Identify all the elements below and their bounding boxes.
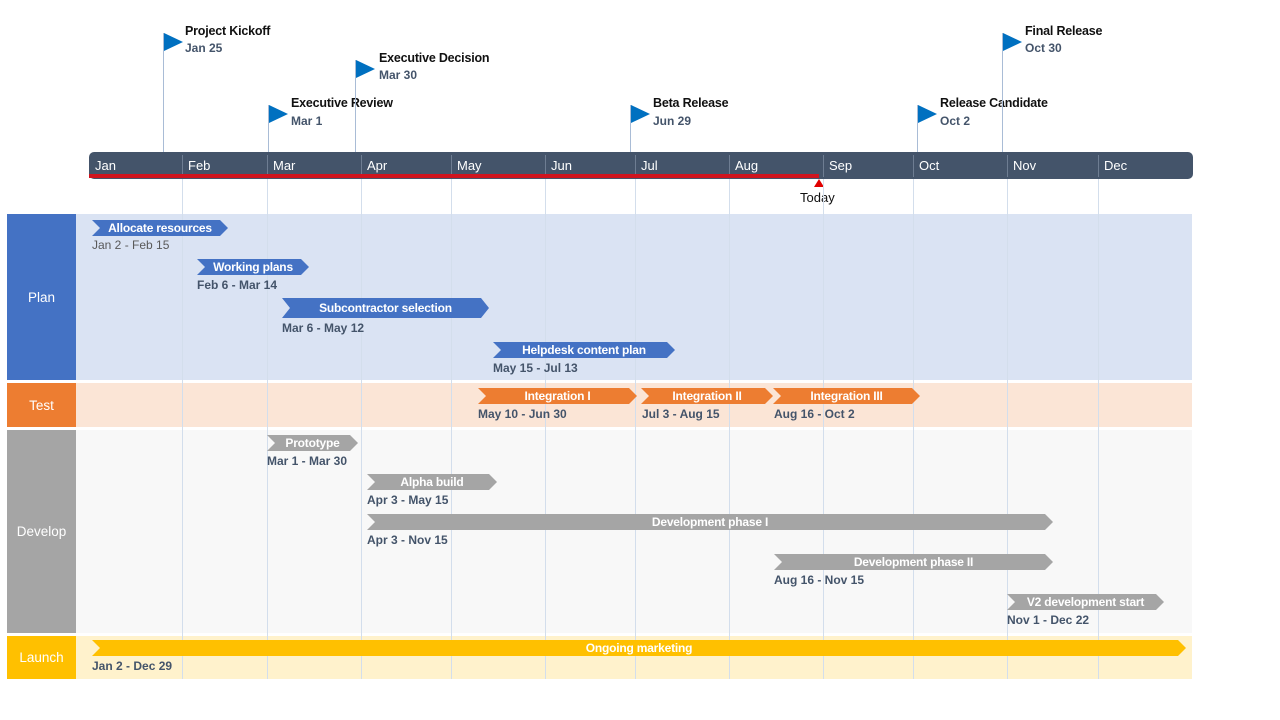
progress-bar: [89, 174, 819, 178]
task-bar[interactable]: Alpha build: [367, 474, 497, 490]
lane-label-plan: Plan: [7, 214, 76, 380]
gridline: [913, 179, 914, 679]
task-bar[interactable]: Integration I: [478, 388, 637, 404]
milestone-date: Oct 30: [1025, 41, 1062, 55]
month-label: Mar: [273, 158, 296, 173]
task-dates: Aug 16 - Nov 15: [774, 573, 865, 587]
task-bar[interactable]: Subcontractor selection: [282, 298, 489, 318]
task-bar[interactable]: Ongoing marketing: [92, 640, 1186, 656]
lane-develop: [76, 430, 1192, 633]
task-bar[interactable]: Development phase I: [367, 514, 1053, 530]
milestone-date: Jun 29: [653, 114, 692, 128]
milestone-title: Executive Decision: [379, 51, 490, 65]
flag-icon: [356, 60, 375, 78]
task-bar[interactable]: V2 development start: [1007, 594, 1164, 610]
lane-label-develop: Develop: [7, 430, 76, 633]
milestone-title: Release Candidate: [940, 96, 1048, 110]
month-label: Sep: [829, 158, 853, 173]
lane-label-launch: Launch: [7, 636, 76, 679]
gridline: [361, 179, 362, 679]
task-dates: May 15 - Jul 13: [493, 361, 578, 375]
task-bar[interactable]: Integration III: [773, 388, 920, 404]
month-label: Nov: [1013, 158, 1037, 173]
task-dates: Mar 6 - May 12: [282, 321, 365, 335]
milestone-title: Final Release: [1025, 24, 1103, 38]
task-dates: Jul 3 - Aug 15: [642, 407, 720, 421]
today-marker-icon: [814, 179, 824, 187]
task-dates: Apr 3 - May 15: [367, 493, 449, 507]
milestone-date: Oct 2: [940, 114, 971, 128]
month-label: Jan: [95, 158, 116, 173]
milestone-title: Beta Release: [653, 96, 729, 110]
gridline: [451, 179, 452, 679]
gridline: [182, 179, 183, 679]
task-dates: Feb 6 - Mar 14: [197, 278, 278, 292]
flag-icon: [269, 105, 288, 123]
month-label: Feb: [188, 158, 211, 173]
gridline: [267, 179, 268, 679]
task-dates: Nov 1 - Dec 22: [1007, 613, 1090, 627]
gridline: [1098, 179, 1099, 679]
task-dates: Jan 2 - Feb 15: [92, 238, 170, 252]
flag-icon: [631, 105, 650, 123]
gridline: [635, 179, 636, 679]
task-dates: Mar 1 - Mar 30: [267, 454, 348, 468]
milestone-date: Jan 25: [185, 41, 223, 55]
task-bar[interactable]: Development phase II: [774, 554, 1053, 570]
task-dates: Jan 2 - Dec 29: [92, 659, 173, 673]
milestone-date: Mar 1: [291, 114, 323, 128]
month-label: Apr: [367, 158, 388, 173]
month-label: Oct: [919, 158, 940, 173]
month-label: Jul: [641, 158, 658, 173]
month-label: Aug: [735, 158, 759, 173]
month-label: Dec: [1104, 158, 1128, 173]
task-dates: Apr 3 - Nov 15: [367, 533, 448, 547]
gridline: [823, 179, 824, 679]
task-bar[interactable]: Helpdesk content plan: [493, 342, 675, 358]
milestone-title: Executive Review: [291, 96, 393, 110]
task-bar[interactable]: Integration II: [641, 388, 773, 404]
today-label: Today: [800, 190, 835, 205]
task-bar[interactable]: Allocate resources: [92, 220, 228, 236]
task-bar[interactable]: Working plans: [197, 259, 309, 275]
gridline: [545, 179, 546, 679]
lane-label-test: Test: [7, 383, 76, 427]
task-bar[interactable]: Prototype: [267, 435, 358, 451]
task-dates: Aug 16 - Oct 2: [774, 407, 855, 421]
flag-icon: [918, 105, 937, 123]
month-label: May: [457, 158, 482, 173]
task-dates: May 10 - Jun 30: [478, 407, 567, 421]
gridline: [1007, 179, 1008, 679]
gridline: [729, 179, 730, 679]
flag-icon: [164, 33, 183, 51]
milestone-date: Mar 30: [379, 68, 418, 82]
lane-test: [76, 383, 1192, 427]
month-label: Jun: [551, 158, 572, 173]
milestone-title: Project Kickoff: [185, 24, 271, 38]
flag-icon: [1003, 33, 1022, 51]
